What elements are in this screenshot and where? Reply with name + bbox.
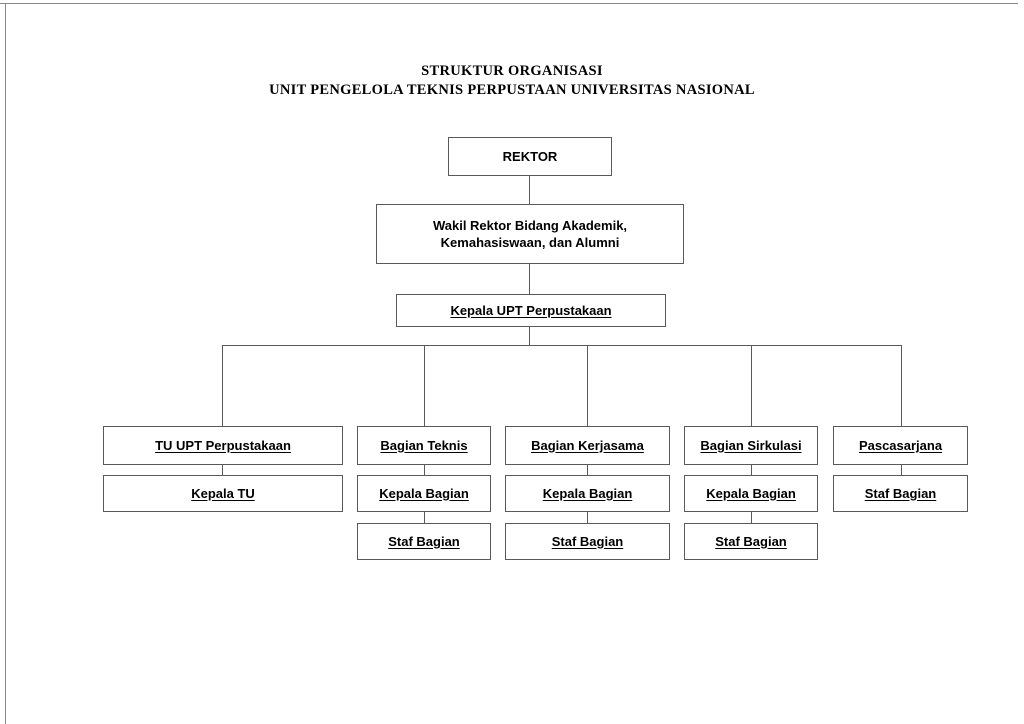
node-staf-bagian-teknis-label: Staf Bagian <box>388 533 460 549</box>
connector-kepala-bagian-to-staf-bagian-kerjasama <box>587 512 589 523</box>
connector-bus-to-bagian-kerjasama <box>587 345 589 426</box>
node-wakil-rektor[interactable]: Wakil Rektor Bidang Akademik, Kemahasisw… <box>376 204 684 264</box>
connector-bus-to-bagian-teknis <box>424 345 426 426</box>
node-staf-bagian-kerjasama-label: Staf Bagian <box>551 533 624 549</box>
node-staf-bagian-pascasarjana-label: Staf Bagian <box>864 485 937 501</box>
node-wakil-rektor-label-line-2: Kemahasiswaan, dan Alumni <box>440 235 620 250</box>
connector-wakil-rektor-to-kepala-upt <box>529 263 531 294</box>
connector-kepala-upt-drop <box>529 326 531 346</box>
node-bagian-teknis[interactable]: Bagian Teknis <box>357 426 491 465</box>
node-staf-bagian-teknis[interactable]: Staf Bagian <box>357 523 491 560</box>
connector-horizontal-bus <box>222 345 902 347</box>
chart-title-line-1: STRUKTUR ORGANISASI <box>421 63 603 79</box>
node-kepala-bagian-teknis-label: Kepala Bagian <box>379 485 469 501</box>
connector-kepala-bagian-to-staf-bagian-sirkulasi <box>751 512 753 523</box>
connector-bagian-sirkulasi-to-kepala-bagian <box>751 465 753 475</box>
node-kepala-bagian-sirkulasi[interactable]: Kepala Bagian <box>684 475 818 512</box>
page-border-left <box>5 3 6 724</box>
node-wakil-rektor-label-line-1: Wakil Rektor Bidang Akademik, <box>432 218 628 233</box>
connector-bus-to-bagian-sirkulasi <box>751 345 753 426</box>
page-border-top <box>0 3 1018 4</box>
node-kepala-bagian-teknis[interactable]: Kepala Bagian <box>357 475 491 512</box>
node-kepala-upt-perpustakaan-label: Kepala UPT Perpustakaan <box>450 302 612 318</box>
node-tu-upt-perpustakaan[interactable]: TU UPT Perpustakaan <box>103 426 343 465</box>
connector-rektor-to-wakil-rektor <box>529 175 531 204</box>
connector-bus-to-pascasarjana <box>901 345 903 426</box>
node-tu-upt-perpustakaan-label: TU UPT Perpustakaan <box>155 437 291 453</box>
node-bagian-sirkulasi-label: Bagian Sirkulasi <box>700 437 802 453</box>
connector-tu-upt-to-kepala-tu <box>222 465 224 475</box>
node-kepala-bagian-kerjasama-label: Kepala Bagian <box>542 485 633 501</box>
connector-kepala-bagian-to-staf-bagian-teknis <box>424 512 426 523</box>
node-staf-bagian-sirkulasi-label: Staf Bagian <box>715 533 787 549</box>
node-bagian-sirkulasi[interactable]: Bagian Sirkulasi <box>684 426 818 465</box>
node-kepala-upt-perpustakaan[interactable]: Kepala UPT Perpustakaan <box>396 294 666 327</box>
chart-title-line-2: UNIT PENGELOLA TEKNIS PERPUSTAAN UNIVERS… <box>269 82 755 98</box>
node-staf-bagian-pascasarjana[interactable]: Staf Bagian <box>833 475 968 512</box>
connector-bus-to-tu-upt <box>222 345 224 426</box>
chart-title: STRUKTUR ORGANISASI UNIT PENGELOLA TEKNI… <box>0 62 1024 100</box>
node-kepala-tu-label: Kepala TU <box>191 485 255 501</box>
node-bagian-teknis-label: Bagian Teknis <box>380 437 468 453</box>
node-kepala-tu[interactable]: Kepala TU <box>103 475 343 512</box>
connector-pascasarjana-to-staf-bagian <box>901 465 903 475</box>
node-staf-bagian-kerjasama[interactable]: Staf Bagian <box>505 523 670 560</box>
node-kepala-bagian-kerjasama[interactable]: Kepala Bagian <box>505 475 670 512</box>
node-bagian-kerjasama-label: Bagian Kerjasama <box>531 437 644 453</box>
node-pascasarjana-label: Pascasarjana <box>858 437 943 453</box>
connector-bagian-kerjasama-to-kepala-bagian <box>587 465 589 475</box>
connector-bagian-teknis-to-kepala-bagian <box>424 465 426 475</box>
node-pascasarjana[interactable]: Pascasarjana <box>833 426 968 465</box>
node-rektor[interactable]: REKTOR <box>448 137 612 176</box>
node-bagian-kerjasama[interactable]: Bagian Kerjasama <box>505 426 670 465</box>
node-kepala-bagian-sirkulasi-label: Kepala Bagian <box>706 485 796 501</box>
node-rektor-label: REKTOR <box>502 148 558 164</box>
node-staf-bagian-sirkulasi[interactable]: Staf Bagian <box>684 523 818 560</box>
